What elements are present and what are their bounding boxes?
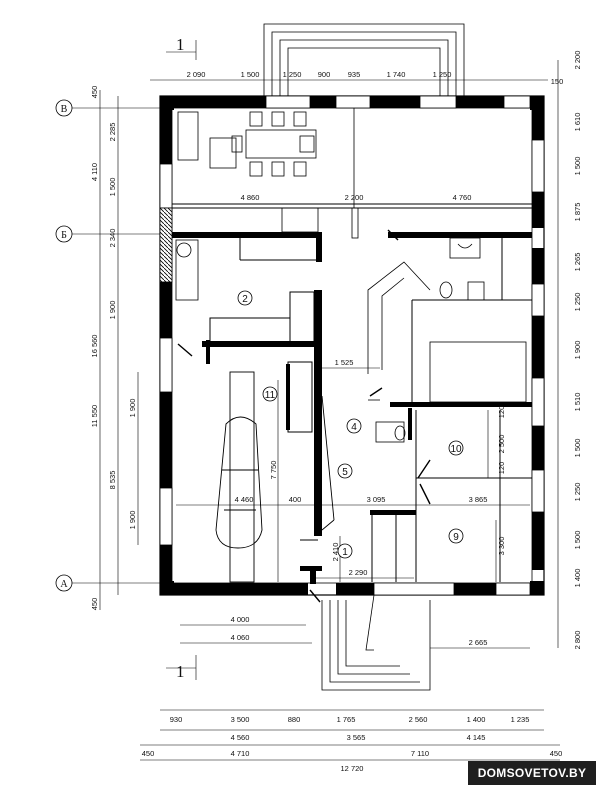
dim-bottom: 880 [288,715,301,724]
dim-left: 16 560 [90,335,99,358]
dim-right: 1 900 [573,341,582,360]
dim-left: 2 340 [108,229,117,248]
dim-top: 1 250 [283,70,302,79]
dim-interior: 3 300 [497,537,506,556]
dim-bottom: 1 400 [467,715,486,724]
dim-interior: 4 000 [231,615,250,624]
room-number: 9 [453,532,459,543]
dim-interior: 2 665 [469,638,488,647]
dim-right: 1 265 [573,253,582,272]
dim-interior: 4 460 [235,495,254,504]
watermark: DOMSOVETOV.BY [468,761,596,785]
dimension-lines [62,40,560,761]
bathroom-fittings [367,237,527,403]
dim-bottom: 450 [142,749,155,758]
dim-right: 2 200 [573,51,582,70]
room-number: 10 [450,444,462,455]
dim-top: 1 740 [387,70,406,79]
dim-bottom: 2 560 [409,715,428,724]
dim-left: 11 550 [90,405,99,427]
dim-left: 2 285 [108,123,117,142]
wall-piers [160,96,544,595]
windows [159,95,545,596]
hatched-wall [159,207,173,283]
dim-interior: 2 500 [497,435,506,454]
rear-terrace [263,23,465,96]
dim-right: 1 250 [573,293,582,312]
dim-top: 1 250 [433,70,452,79]
front-steps [321,594,431,691]
room-circles [237,290,464,559]
dining-set [177,111,317,177]
dim-left: 450 [90,86,99,99]
dim-bottom: 4 560 [231,733,250,742]
dim-left: 1 900 [128,399,137,418]
dim-right: 1 500 [573,531,582,550]
room-number: 4 [351,422,357,433]
dim-right: 1 610 [573,113,582,132]
dim-right: 1 510 [573,393,582,412]
dim-interior: 4 760 [453,193,472,202]
dim-interior: 2 200 [345,193,364,202]
thin-walls [172,203,532,582]
dim-interior: 120 [497,462,506,475]
dim-interior: 1 525 [335,358,354,367]
corridor-lines [300,395,335,541]
dim-interior: 400 [289,495,302,504]
dim-bottom: 930 [170,715,183,724]
section-mark-bottom: 1 [176,662,185,681]
dim-bottom-total: 12 720 [341,764,364,773]
dim-interior: 2 290 [349,568,368,577]
room-number: 2 [242,294,248,305]
dim-left: 450 [90,598,99,611]
dim-left: 4 110 [90,163,99,181]
interior-walls [172,232,532,584]
kitchen-fittings [175,108,359,301]
dim-left: 8 535 [108,471,117,490]
wc-fittings [368,399,406,443]
dim-left: 1 900 [108,301,117,320]
dim-right: 1 250 [573,483,582,502]
dim-left: 1 900 [128,511,137,530]
room-number: 11 [265,390,276,401]
dim-right: 1 400 [573,569,582,588]
dim-interior: 4 860 [241,193,260,202]
dim-interior: 7 750 [269,461,278,480]
dim-interior: 120 [497,406,506,419]
axis-label-top: В [61,104,68,115]
dim-right: 1 500 [573,439,582,458]
dim-interior: 3 095 [367,495,386,504]
door-swings [177,229,431,603]
axis-label-bottom: А [60,579,68,590]
section-mark-top: 1 [176,35,185,54]
dim-top: 1 500 [241,70,260,79]
dim-top: 935 [348,70,361,79]
dim-bottom: 450 [550,749,563,758]
dim-bottom: 1 765 [337,715,356,724]
dim-interior: 4 060 [231,633,250,642]
dim-top: 2 090 [187,70,206,79]
dim-right: 2 800 [573,631,582,650]
dim-interior: 3 865 [469,495,488,504]
dim-bottom: 3 565 [347,733,366,742]
dim-right: 1 875 [573,203,582,222]
axis-label-middle: Б [61,230,67,241]
dim-bottom: 7 110 [411,749,429,758]
dim-right: 1 500 [573,157,582,176]
dim-bottom: 1 235 [511,715,530,724]
dim-bottom: 3 500 [231,715,250,724]
axis-markers [55,99,73,592]
dim-bottom: 4 145 [467,733,486,742]
dim-top: 150 [551,77,564,86]
dim-top: 900 [318,70,331,79]
dim-interior: 2 410 [331,543,340,562]
car-outline [215,371,263,583]
room-number: 5 [342,467,348,478]
room-number: 1 [342,547,348,558]
dim-left: 1 500 [108,178,117,197]
dim-bottom: 4 710 [231,749,250,758]
